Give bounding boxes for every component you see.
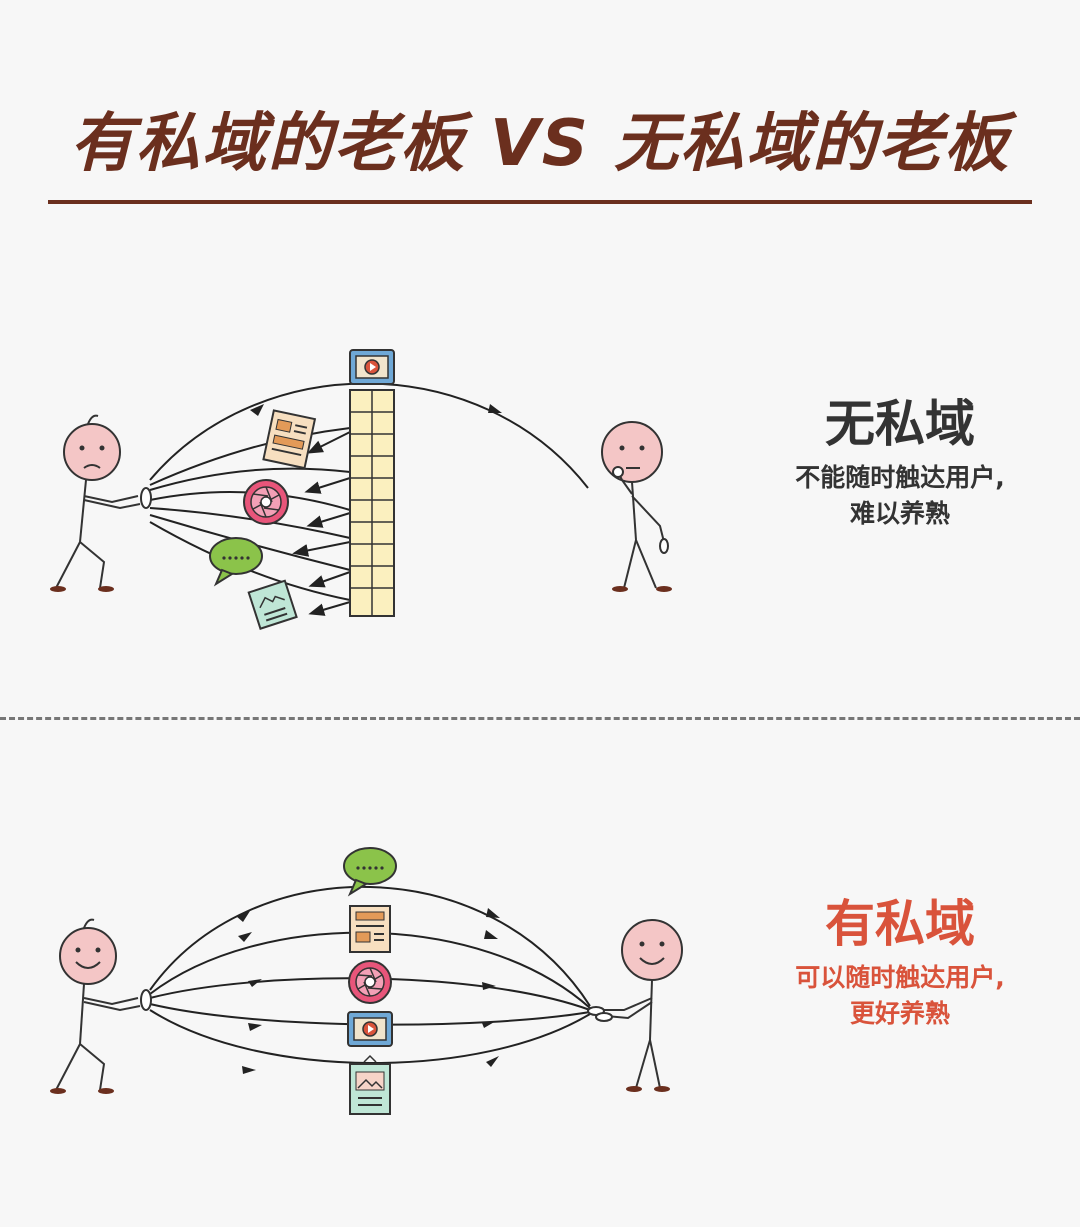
title-underline — [48, 200, 1032, 204]
scene-no-private-illustration — [50, 349, 672, 630]
page-title: 有私域的老板 VS 无私域的老板 — [69, 107, 1011, 181]
arc-arrowheads — [236, 908, 500, 1074]
document-icon — [262, 409, 317, 470]
scene-private-illustration — [50, 847, 683, 1115]
private-domain-desc-line1: 可以随时触达用户, — [795, 963, 1005, 992]
boss-figure-happy — [50, 918, 152, 1094]
no-private-domain-desc-line1: 不能随时触达用户, — [795, 463, 1005, 492]
camera-shutter-icon — [243, 479, 289, 525]
document-icon — [349, 905, 391, 953]
scene-private-domain: 有私域 可以随时触达用户, 更好养熟 — [0, 830, 1080, 1130]
no-private-domain-desc-line2: 难以养熟 — [849, 499, 950, 528]
bounce-back-arrows — [292, 431, 351, 616]
private-domain-label: 有私域 可以随时触达用户, 更好养熟 — [740, 894, 1060, 1032]
no-private-domain-title: 无私域 — [825, 395, 975, 453]
boss-figure-sad — [50, 414, 152, 592]
chat-bubble-icon — [209, 537, 263, 587]
chat-bubble-icon — [343, 847, 397, 897]
image-document-icon — [247, 579, 298, 630]
private-domain-desc-line2: 更好养熟 — [849, 999, 950, 1028]
user-figure-thinking — [601, 421, 672, 592]
blocking-wall — [349, 389, 395, 617]
user-figure-happy — [587, 919, 683, 1092]
camera-shutter-icon — [348, 960, 392, 1004]
image-document-icon — [349, 1054, 391, 1115]
video-icon — [349, 349, 395, 385]
scene-no-private-domain: 无私域 不能随时触达用户, 难以养熟 — [0, 330, 1080, 650]
no-private-domain-label: 无私域 不能随时触达用户, 难以养熟 — [740, 394, 1060, 532]
section-divider — [0, 717, 1080, 720]
private-domain-title: 有私域 — [825, 895, 975, 953]
video-icon — [347, 1011, 393, 1047]
